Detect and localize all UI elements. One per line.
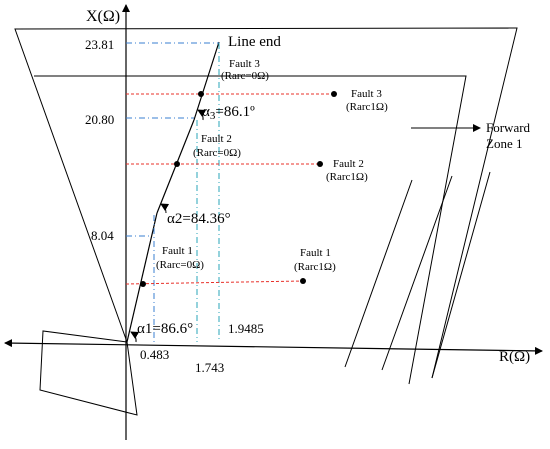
- fault-1-r-label: Fault 1: [300, 247, 331, 259]
- fault-2-r-label: Fault 2: [333, 158, 364, 170]
- outer-zone-boundary: [14, 27, 518, 379]
- alpha1-label: α1=86.6°: [137, 321, 193, 337]
- fault-1-resistance-line: [125, 280, 304, 285]
- fault-3-rarc0-label: (Rarc=0Ω): [221, 70, 269, 82]
- zone-line-1: [344, 179, 413, 368]
- alpha3-label: α3=86.1º: [202, 104, 255, 122]
- fault-3-point-rarc1: [331, 91, 337, 97]
- alpha2-label: α2=84.36°: [167, 211, 231, 227]
- zone-line-3: [431, 171, 491, 379]
- fault-1-rarc0-label: (Rarc=0Ω): [156, 259, 204, 271]
- line-segment-1: [126, 212, 158, 343]
- tick-1-743: 1.743: [195, 360, 224, 375]
- r-axis-label: R(Ω): [499, 349, 530, 365]
- inner-zone-boundary: [34, 75, 467, 385]
- forward-zone-label-line2: Zone 1: [486, 136, 522, 151]
- tick-1-9485: 1.9485: [228, 321, 264, 336]
- alpha3-arc: [197, 109, 207, 121]
- forward-zone-label-line1: Forward: [486, 120, 531, 135]
- fault-2-rarc0-label: (Rarc=0Ω): [193, 147, 241, 159]
- tick-20-80: 20.80: [85, 112, 114, 127]
- lower-quadrilateral: [39, 330, 138, 416]
- zone-line-2: [381, 175, 453, 371]
- alpha2-arc: [160, 203, 170, 214]
- fault-3-label: Fault 3: [229, 58, 260, 70]
- fault-2-label: Fault 2: [201, 133, 232, 145]
- fault-1-label: Fault 1: [162, 245, 193, 257]
- fault-2-point-rarc1: [317, 161, 323, 167]
- alpha1-arc: [130, 331, 140, 343]
- fault-2-point-rarc0: [174, 161, 180, 167]
- tick-23-81: 23.81: [85, 37, 114, 52]
- fault-1-rarc1-label: (Rarc1Ω): [294, 261, 336, 273]
- fault-3-point-rarc0: [198, 91, 204, 97]
- fault-1-point-rarc0: [140, 281, 146, 287]
- line-end-label: Line end: [228, 34, 281, 50]
- r-axis: [4, 339, 543, 355]
- tick-0-483: 0.483: [140, 347, 169, 362]
- fault-1-point-rarc1: [300, 278, 306, 284]
- fault-3-r-label: Fault 3: [351, 88, 382, 100]
- x-axis-label: X(Ω): [86, 8, 120, 25]
- fault-2-rarc1-label: (Rarc1Ω): [326, 171, 368, 183]
- line-segment-3: [193, 41, 220, 121]
- tick-8-04: 8.04: [91, 228, 114, 243]
- fault-3-rarc1-label: (Rarc1Ω): [346, 101, 388, 113]
